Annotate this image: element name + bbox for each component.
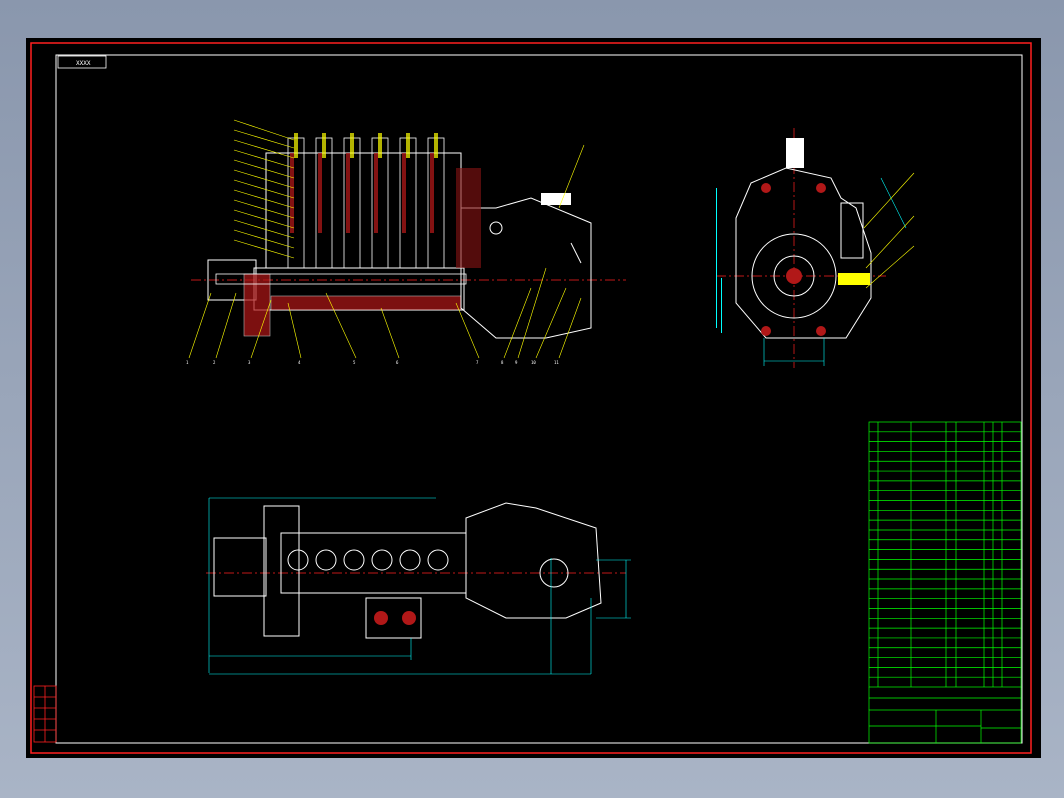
svg-text:10: 10 [531, 360, 536, 365]
svg-text:7: 7 [476, 360, 479, 365]
svg-text:4: 4 [298, 360, 301, 365]
parts-list-table [868, 421, 1022, 688]
title-block [868, 687, 1022, 744]
svg-text:3: 3 [248, 360, 251, 365]
front-item-numbers: 1 2 3 4 5 6 7 8 9 10 11 [186, 360, 559, 365]
svg-text:1: 1 [186, 360, 189, 365]
injection-pump-front-view: 1 2 3 4 5 6 7 8 9 10 11 [186, 119, 626, 365]
revision-block [33, 685, 57, 743]
cad-viewport[interactable]: XXXX [26, 38, 1041, 758]
front-leaders-left [233, 119, 295, 259]
plunger-elements [287, 137, 445, 269]
top-view-outlets [287, 549, 449, 571]
inner-frame [55, 54, 1023, 744]
front-leaders-bottom [188, 144, 585, 359]
svg-text:11: 11 [554, 360, 559, 365]
svg-text:8: 8 [501, 360, 504, 365]
assembly-drawing: XXXX [30, 42, 1032, 754]
svg-text:5: 5 [353, 360, 356, 365]
svg-text:2: 2 [213, 360, 216, 365]
plunger-springs [294, 133, 438, 158]
injection-pump-top-view [206, 497, 631, 675]
svg-text:9: 9 [515, 360, 518, 365]
title-tag-text: XXXX [76, 60, 91, 67]
plunger-hatching [290, 153, 434, 233]
title-tag-box [57, 55, 107, 69]
svg-text:6: 6 [396, 360, 399, 365]
injection-pump-side-view [716, 128, 915, 368]
top-view-dimensions [208, 497, 631, 675]
outer-frame [30, 42, 1032, 754]
